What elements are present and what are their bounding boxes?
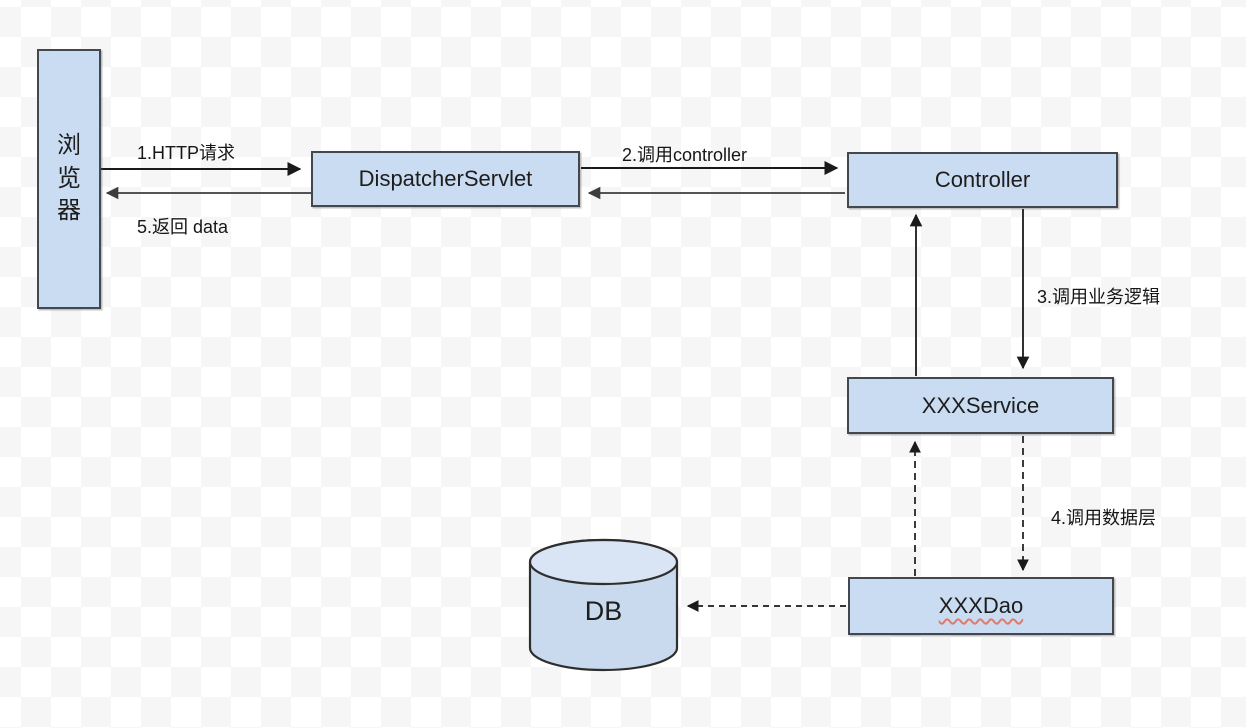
node-dao: XXXDao <box>848 577 1114 635</box>
node-service: XXXService <box>847 377 1114 434</box>
edge-label-return-data: 5.返回 data <box>137 217 229 237</box>
node-dispatcher-servlet-label: DispatcherServlet <box>358 166 533 191</box>
node-dao-label: XXXDao <box>938 593 1024 618</box>
node-controller: Controller <box>847 152 1118 208</box>
edge-label-http-request: 1.HTTP请求 <box>137 143 236 163</box>
node-browser: 浏览器 <box>37 49 101 309</box>
node-db: DB <box>528 538 679 674</box>
node-service-label: XXXService <box>921 392 1040 418</box>
node-db-label: DB <box>584 596 623 626</box>
node-dispatcher-servlet: DispatcherServlet <box>311 151 580 207</box>
edge-label-call-service: 3.调用业务逻辑 <box>1037 287 1161 307</box>
db-cylinder-shape <box>528 538 679 672</box>
edge-label-call-dao: 4.调用数据层 <box>1051 508 1157 528</box>
node-controller-label: Controller <box>934 167 1031 192</box>
node-browser-label: 浏览器 <box>57 132 81 225</box>
edge-label-call-controller: 2.调用controller <box>622 145 748 165</box>
